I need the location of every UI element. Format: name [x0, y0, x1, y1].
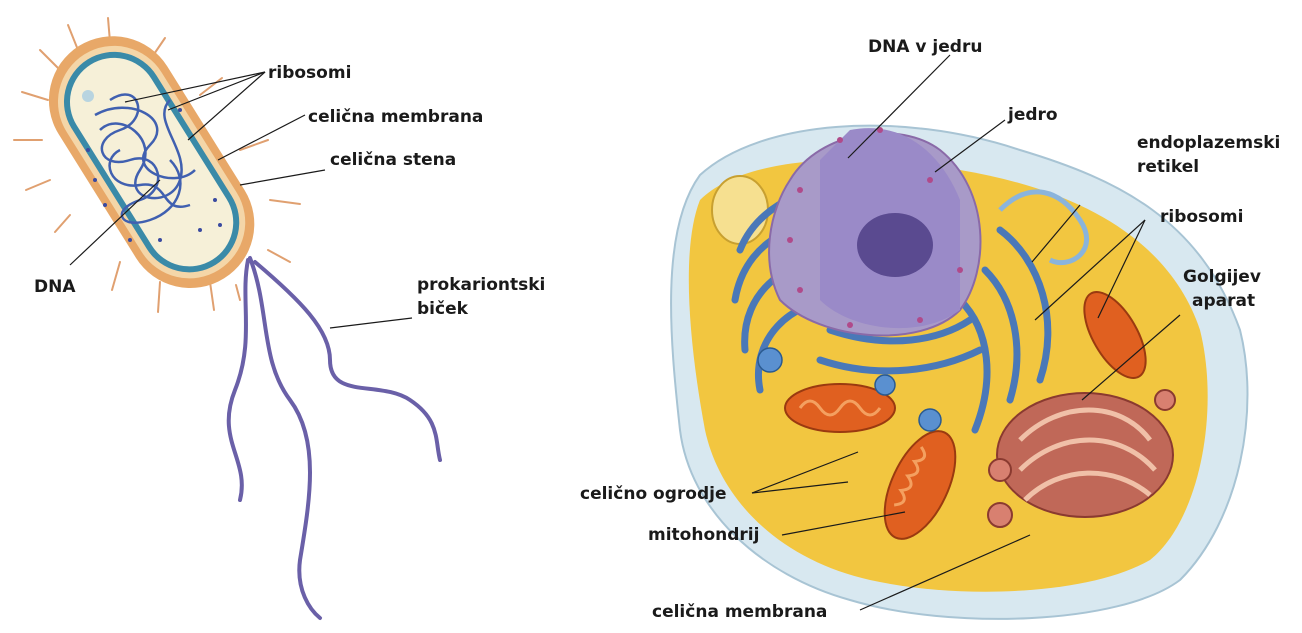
- label-er-line2: retikel: [1137, 157, 1199, 177]
- prokaryote-cell: [14, 12, 440, 618]
- label-ribosomes-prokaryote: ribosomi: [268, 63, 351, 83]
- prokaryote-flagellum: [229, 258, 440, 618]
- label-dna-in-nucleus: DNA v jedru: [868, 37, 982, 57]
- label-er-line1: endoplazemski: [1137, 133, 1280, 153]
- label-cytoskeleton: celično ogrodje: [580, 484, 726, 504]
- label-mitochondrion: mitohondrij: [648, 525, 759, 545]
- label-dna-prokaryote: DNA: [34, 277, 76, 297]
- label-cell-membrane-prokaryote: celična membrana: [308, 107, 483, 127]
- prokaryote-inclusion: [82, 90, 94, 102]
- label-golgi-line1: Golgijev: [1183, 267, 1261, 287]
- vesicle: [712, 176, 768, 244]
- label-nucleus: jedro: [1007, 105, 1058, 125]
- label-cell-membrane-eukaryote: celična membrana: [652, 602, 827, 622]
- label-flagellum-line2: biček: [417, 299, 469, 319]
- nucleolus: [857, 213, 933, 277]
- label-flagellum-line1: prokariontski: [417, 275, 545, 295]
- label-golgi-line2: aparat: [1192, 291, 1255, 311]
- label-ribosomes-eukaryote: ribosomi: [1160, 207, 1243, 227]
- label-cell-wall: celična stena: [330, 150, 456, 170]
